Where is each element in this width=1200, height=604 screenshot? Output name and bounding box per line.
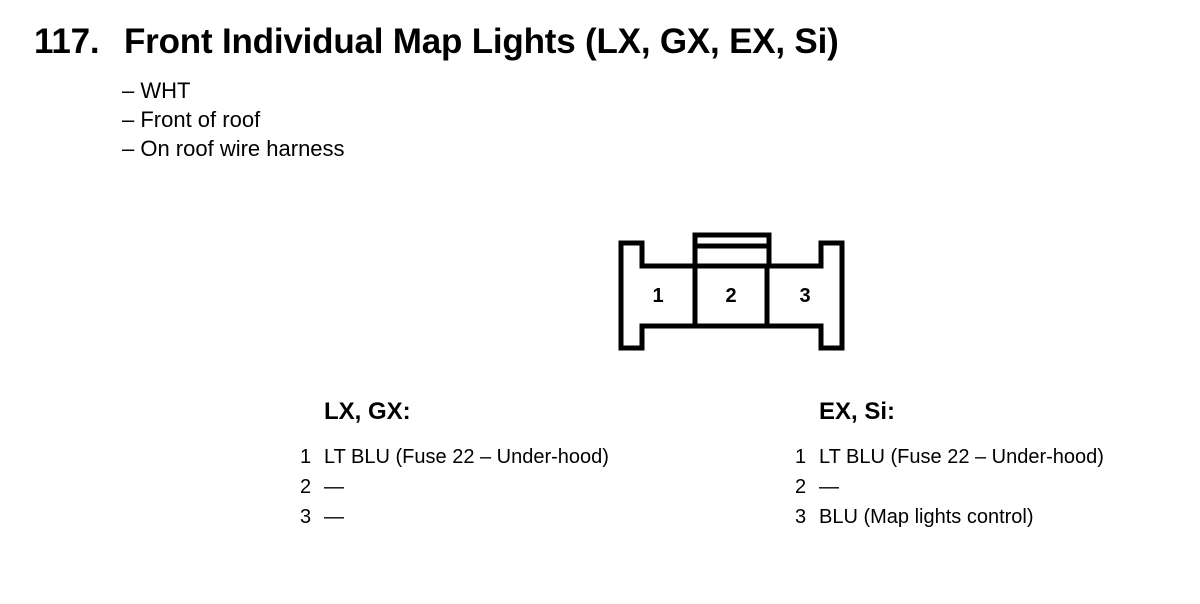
pin-description: — (819, 476, 839, 498)
pinout-row: 3— (300, 502, 609, 532)
pin-number: 2 (300, 476, 312, 498)
pinout-row: 2— (795, 472, 1104, 502)
pin-description: — (324, 476, 344, 498)
pin-number: 3 (795, 506, 807, 528)
pinout-title: EX, Si: (819, 398, 896, 425)
note-location: – Front of roof (122, 107, 261, 132)
connector-outline (618, 240, 845, 351)
pinout-row: 1 LT BLU (Fuse 22 – Under-hood) (795, 442, 1104, 472)
pinout-row: 2— (300, 472, 609, 502)
note-harness: – On roof wire harness (122, 136, 345, 161)
pin-number: 1 (300, 446, 312, 468)
pinout-row: 1 LT BLU (Fuse 22 – Under-hood) (300, 442, 609, 472)
pinout-title: LX, GX: (324, 398, 411, 425)
pin-label-1: 1 (652, 285, 663, 307)
pin-description: LT BLU (Fuse 22 – Under-hood) (324, 446, 609, 468)
item-number: 117. (34, 22, 100, 61)
pin-number: 3 (300, 506, 312, 528)
page-title: 117. Front Individual Map Lights (LX, GX,… (34, 22, 839, 62)
pin-description: LT BLU (Fuse 22 – Under-hood) (819, 446, 1104, 468)
pin-label-3: 3 (799, 285, 810, 307)
note-color: – WHT (122, 78, 191, 103)
pinout-row: 3 BLU (Map lights control) (795, 502, 1104, 532)
title-text: Front Individual Map Lights (LX, GX, EX,… (124, 22, 839, 61)
pinout-lx-gx: LX, GX: 1 LT BLU (Fuse 22 – Under-hood) 2… (300, 398, 609, 532)
connector-notes: – WHT – Front of roof – On roof wire har… (122, 76, 345, 163)
pin-description: — (324, 506, 344, 528)
pin-number: 1 (795, 446, 807, 468)
pinout-ex-si: EX, Si: 1 LT BLU (Fuse 22 – Under-hood) 2… (795, 398, 1104, 532)
connector-lock-tab (692, 232, 772, 269)
pin-label-2: 2 (725, 285, 736, 307)
pin-number: 2 (795, 476, 807, 498)
pin-description: BLU (Map lights control) (819, 506, 1034, 528)
